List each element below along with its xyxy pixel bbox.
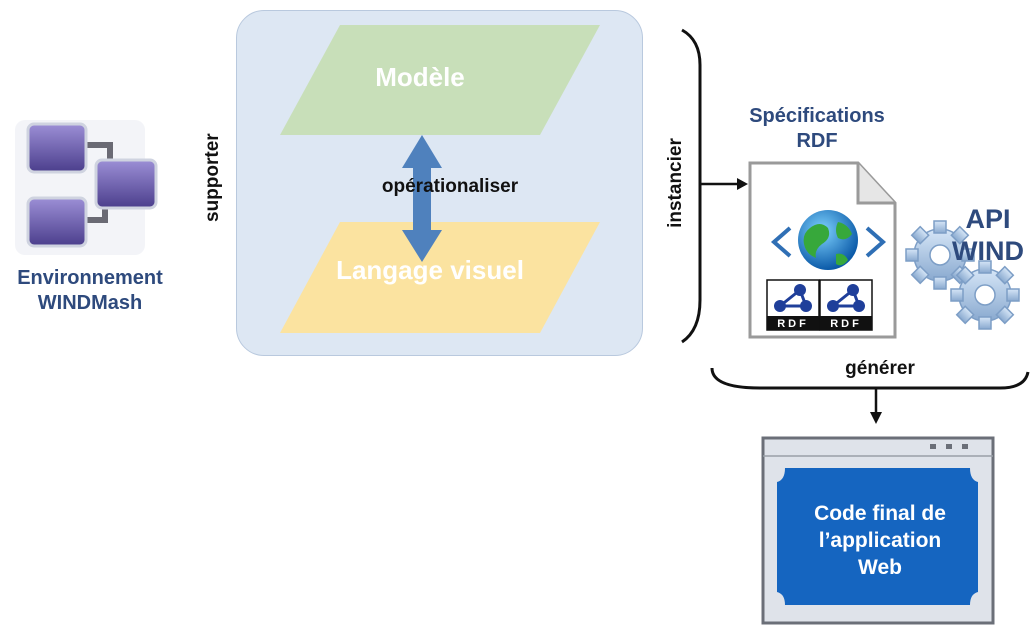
rdf-logo-left: RDF [766, 279, 820, 331]
env-label-line1: Environnement [17, 267, 163, 289]
generate-curve [710, 367, 1030, 390]
spec-label-line2: RDF [796, 130, 838, 152]
web-app-line1: Code final de [814, 502, 946, 525]
language-shape [280, 222, 600, 333]
instancier-label: instancier [665, 138, 686, 228]
rdf-tag-left: RDF [777, 318, 809, 330]
spec-label: Spécifications RDF [722, 104, 912, 154]
gears-icon [905, 220, 1020, 330]
language-label: Langage visuel [336, 255, 524, 285]
api-label-line1: API [965, 204, 1011, 234]
env-label: Environnement WINDMash [0, 266, 180, 316]
rdf-tag-right: RDF [830, 318, 862, 330]
api-label: API WIND [946, 203, 1030, 267]
web-app-line3: Web [858, 556, 902, 579]
supporter-label: supporter [202, 133, 223, 222]
spec-label-line1: Spécifications [749, 105, 885, 127]
web-app-line2: l’application [818, 529, 942, 552]
bracket [681, 28, 702, 344]
model-shape [280, 25, 600, 135]
model-label: Modèle [375, 62, 465, 92]
generer-label: générer [845, 358, 915, 379]
operationaliser-label: opérationaliser [381, 176, 519, 197]
api-label-line2: WIND [952, 236, 1024, 266]
web-app-label: Code final de l’application Web [785, 500, 975, 581]
rdf-logo-right: RDF [819, 279, 873, 331]
env-label-line2: WINDMash [37, 292, 143, 314]
workflow-icon [15, 120, 158, 255]
double-arrow [402, 135, 442, 262]
browser-window [761, 436, 995, 625]
